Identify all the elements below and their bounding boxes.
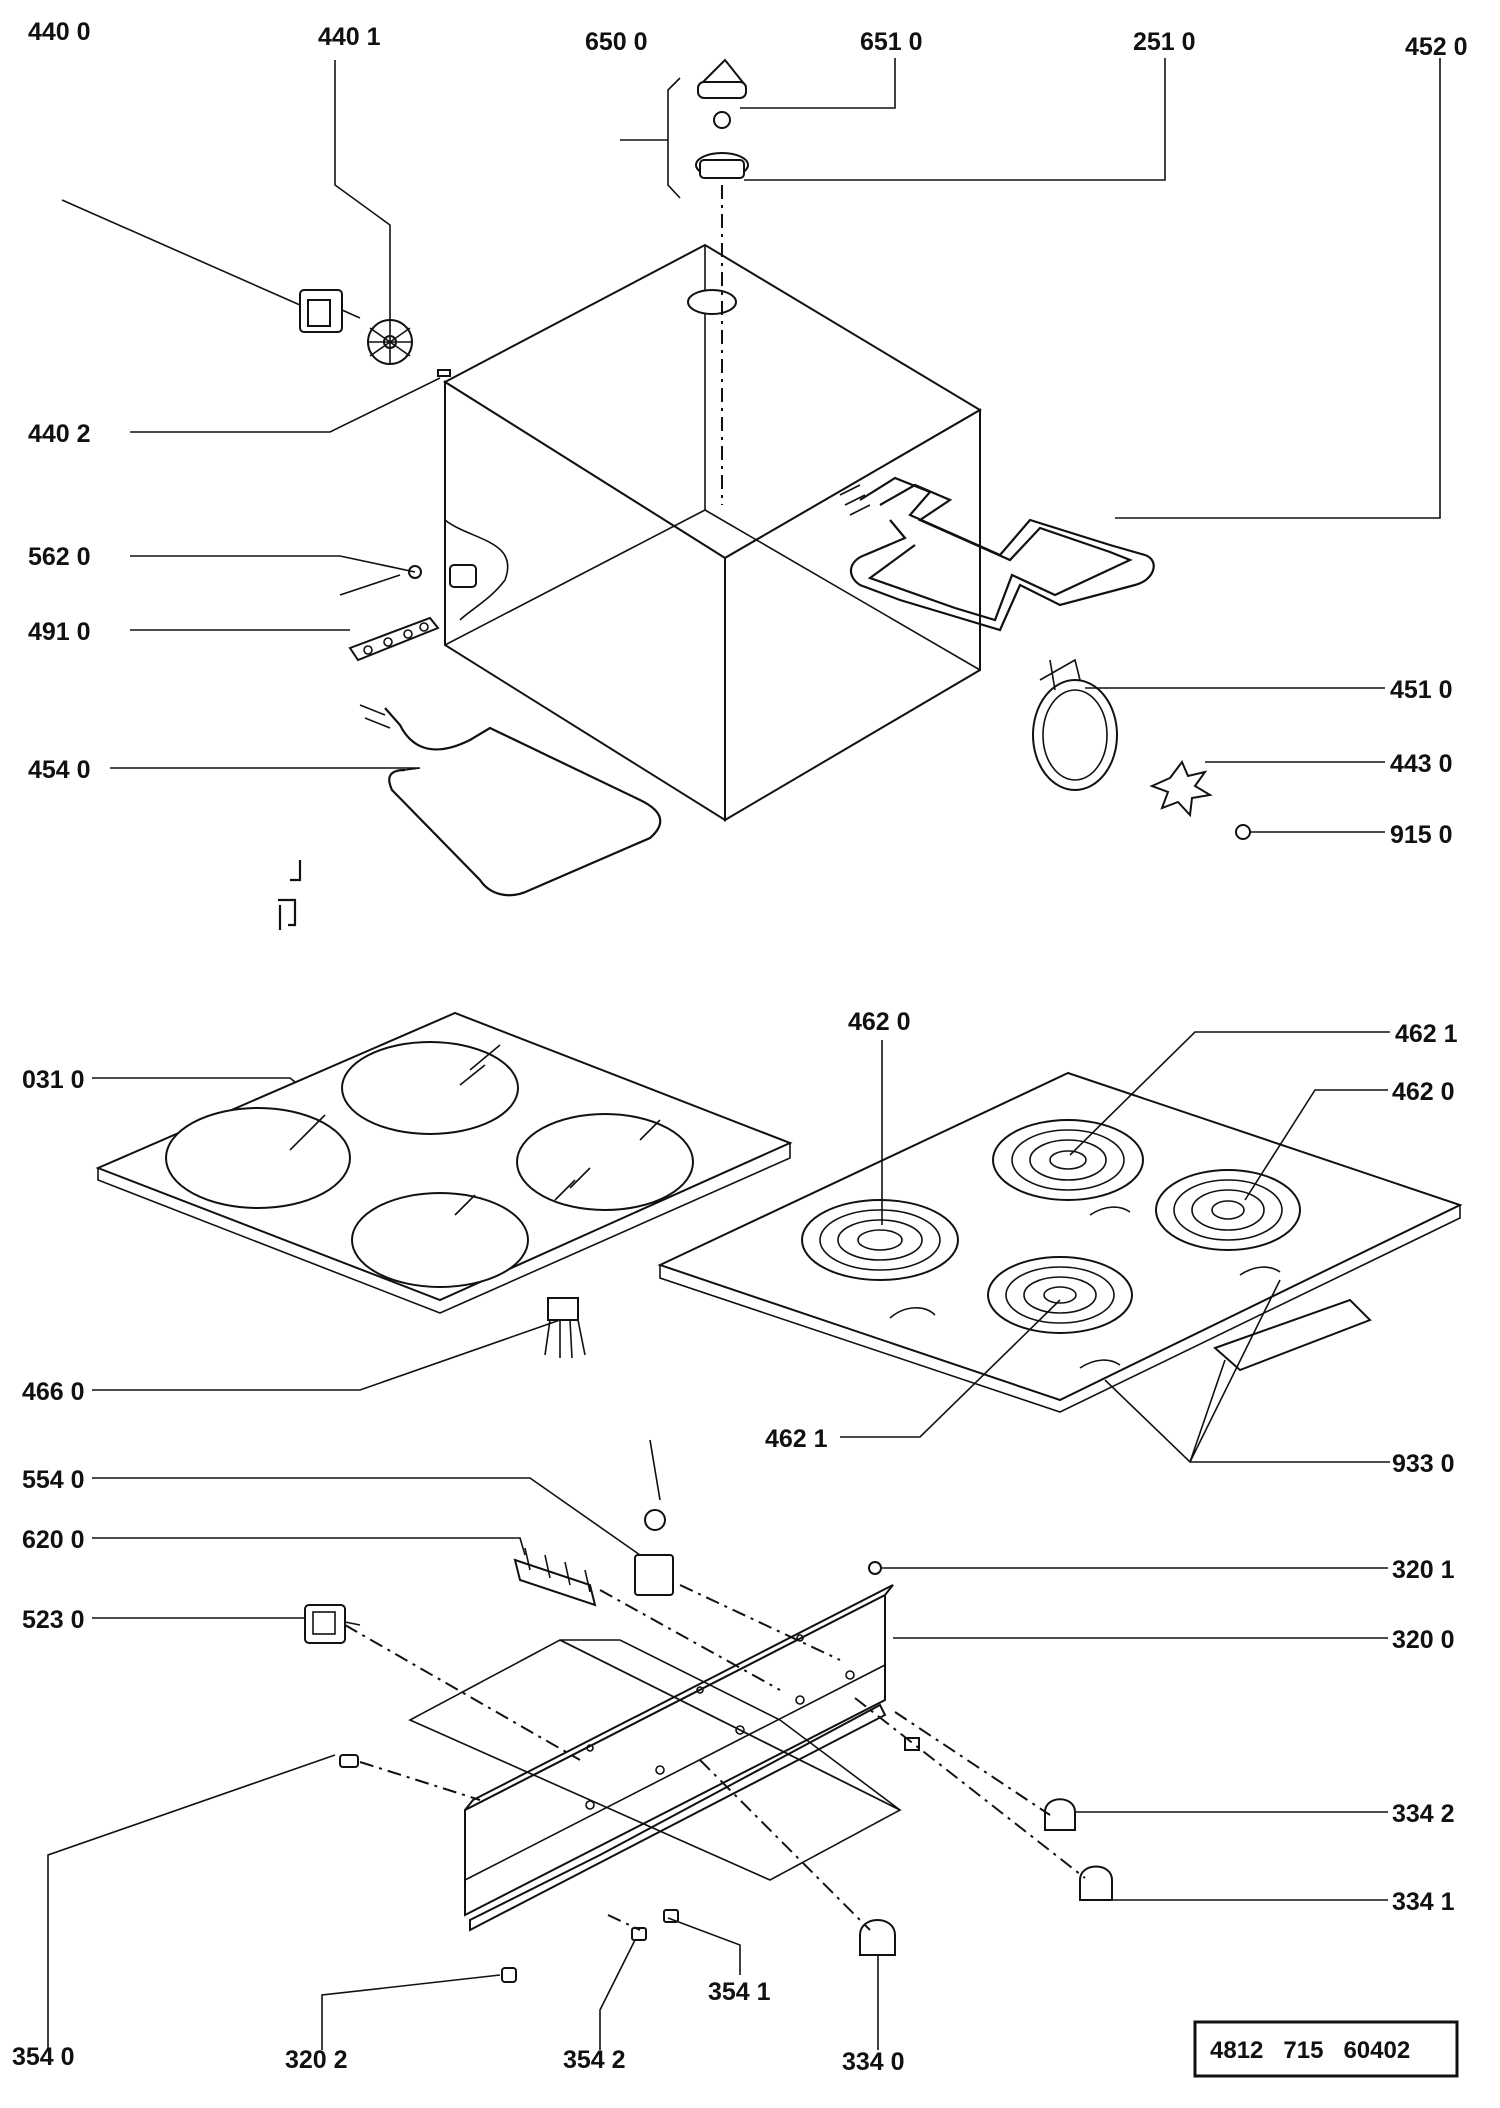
callout-4620-right: 462 0 [1392, 1078, 1455, 1106]
fan-motor-part [299, 289, 361, 333]
terminal-block-part [348, 616, 440, 662]
shield-plate [408, 1639, 902, 1881]
fan-nut-part [437, 369, 451, 377]
knob-3341 [1079, 1865, 1113, 1901]
indicator-lamp-part [868, 1561, 882, 1575]
leader-lines-top [61, 58, 1441, 833]
callout-3200: 320 0 [1392, 1626, 1455, 1654]
callout-3542: 354 2 [563, 2046, 626, 2074]
callout-4621-top: 462 1 [1395, 1020, 1458, 1048]
callout-3342: 334 2 [1392, 1800, 1455, 1828]
callout-3202: 320 2 [285, 2046, 348, 2074]
circular-element-part [1032, 658, 1118, 791]
callout-5620: 562 0 [28, 543, 91, 571]
callout-3340: 334 0 [842, 2048, 905, 2076]
callout-4510: 451 0 [1390, 676, 1453, 704]
callout-5540: 554 0 [22, 1466, 85, 1494]
callout-4621-bottom: 462 1 [765, 1425, 828, 1453]
callout-6500: 650 0 [585, 28, 648, 56]
callout-3341: 334 1 [1392, 1888, 1455, 1916]
callout-3540: 354 0 [12, 2043, 75, 2071]
callout-0310: 031 0 [22, 1066, 85, 1094]
leader-lines-bottom [47, 1477, 1388, 2050]
callout-4401: 440 1 [318, 23, 381, 51]
switch-bank-part [513, 1547, 597, 1607]
reference-number-box: 4812 715 60402 [1193, 2020, 1459, 2078]
nut-part [1235, 824, 1251, 840]
callout-4520: 452 0 [1405, 33, 1468, 61]
hob-connector-part [544, 1297, 586, 1359]
circular-fan-blade-part [1149, 760, 1213, 818]
button-3540 [339, 1754, 359, 1768]
hotplate-tray [657, 1071, 1463, 1413]
callout-6510: 651 0 [860, 28, 923, 56]
bracket-6500 [620, 77, 681, 199]
oven-cavity [442, 243, 982, 822]
callout-4660: 466 0 [22, 1378, 85, 1406]
reference-number: 4812 715 60402 [1210, 2037, 1410, 2064]
energy-regulator-part [634, 1439, 674, 1596]
callout-4540: 454 0 [28, 756, 91, 784]
callout-5230: 523 0 [22, 1606, 85, 1634]
hotplate-rear-left [992, 1119, 1144, 1201]
fan-impeller-part [367, 319, 413, 365]
cap-3202 [501, 1967, 517, 1983]
callout-4400: 440 0 [28, 18, 91, 46]
callout-9150: 915 0 [1390, 821, 1453, 849]
callout-4402: 440 2 [28, 420, 91, 448]
callout-3541: 354 1 [708, 1978, 771, 2006]
callout-labels: 440 0 440 1 650 0 651 0 251 0 452 0 440 … [12, 18, 1468, 2076]
knob-3342 [1044, 1798, 1076, 1831]
grill-element-part [839, 476, 1155, 632]
callout-4620-top: 462 0 [848, 1008, 911, 1036]
callout-9330: 933 0 [1392, 1450, 1455, 1478]
glass-ceramic-top [95, 1011, 793, 1314]
element-bracket-part [278, 860, 302, 930]
callout-4910: 491 0 [28, 618, 91, 646]
bottom-element-part [359, 704, 662, 897]
button-3542 [631, 1927, 647, 1941]
thermostat-part [339, 564, 477, 596]
selector-switch-part [304, 1604, 361, 1644]
hotplate-front-right [987, 1256, 1133, 1334]
hotplate-rear-right [1155, 1169, 1301, 1251]
button-3541 [663, 1909, 679, 1923]
assembly-axes-bottom [344, 1584, 1086, 1931]
callout-4430: 443 0 [1390, 750, 1453, 778]
callout-2510: 251 0 [1133, 28, 1196, 56]
lamp-cover-part [695, 58, 749, 179]
leader-lines-middle [92, 1031, 1390, 1463]
hotplate-front-left [801, 1199, 959, 1281]
callout-6200: 620 0 [22, 1526, 85, 1554]
callout-3201: 320 1 [1392, 1556, 1455, 1584]
control-panel [464, 1584, 894, 1932]
